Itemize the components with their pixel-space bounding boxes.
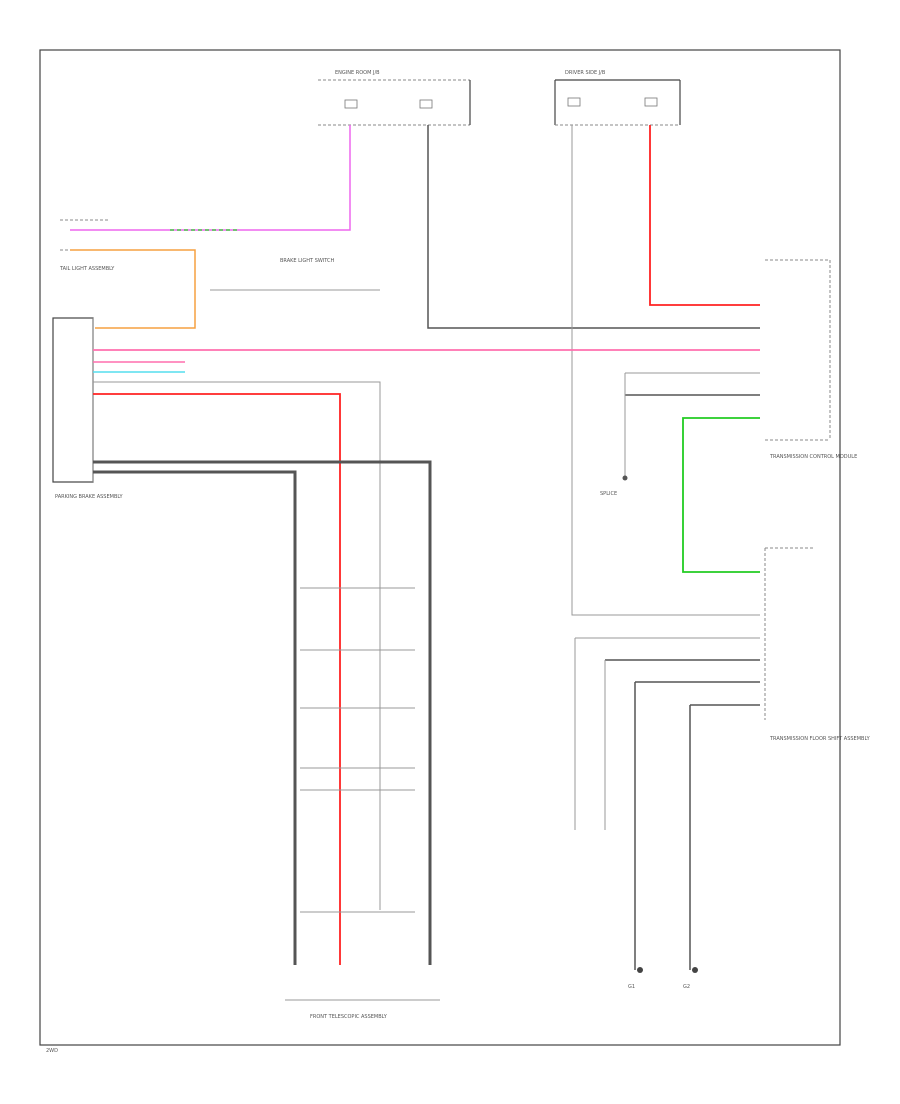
splice-label: SPLICE [600,491,617,497]
wire-dark-center [427,125,760,329]
wire-thin-gray-left [93,381,381,910]
left-connector-label: TAIL LIGHT ASSEMBLY [59,266,115,272]
bottom-main-label: FRONT TELESCOPIC ASSEMBLY [310,1014,388,1020]
ground-right: G2 [683,967,698,990]
fuse-block-top-right-label: DRIVER SIDE J/B [565,70,606,76]
bottom-assembly: FRONT TELESCOPIC ASSEMBLY [285,587,440,1020]
right-main-label: TRANSMISSION CONTROL MODULE [769,454,857,460]
wire-thick-1 [93,460,432,965]
ground-left: G1 [628,967,643,990]
wire-red-down [93,393,341,965]
mid-switch-label: BRAKE LIGHT SWITCH [280,258,335,264]
ground-right-label: G2 [683,984,690,990]
ground-left-label: G1 [628,984,635,990]
fuse-block-top-right: DRIVER SIDE J/B [554,70,681,126]
wire-green [682,417,760,573]
left-small-connector: TAIL LIGHT ASSEMBLY [59,219,115,272]
page-code: 2WD [46,1048,58,1054]
right-lower-label: TRANSMISSION FLOOR SHIFT ASSEMBLY [769,736,871,742]
left-main-label: PARKING BRAKE ASSEMBLY [55,494,123,500]
wire-thin-right [571,125,760,616]
wire-thick-2 [93,470,297,965]
right-lower-component: TRANSMISSION FLOOR SHIFT ASSEMBLY [764,547,871,742]
fuse-block-top-label: ENGINE ROOM J/B [335,70,380,76]
wire-orange [70,249,196,329]
left-main-component: PARKING BRAKE ASSEMBLY [52,317,123,500]
splice-point [622,475,628,481]
diagram-frame [39,49,841,1046]
wire-red-top-right [649,125,760,306]
wire-magenta [70,125,351,231]
fuse-block-top: ENGINE ROOM J/B [318,70,471,126]
right-main-component: TRANSMISSION CONTROL MODULE [765,259,857,460]
